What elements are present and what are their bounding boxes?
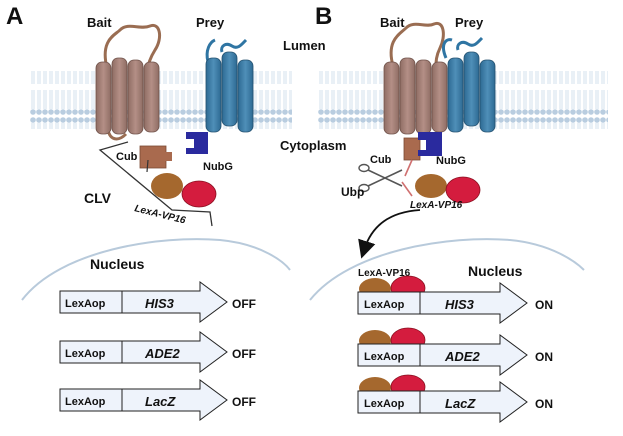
clv-label-a: CLV: [84, 190, 112, 206]
reporter-a-1: LexAop ADE2 OFF: [59, 331, 256, 373]
cleaved-linker-b2: [401, 181, 413, 197]
reporter-a-2: LexAop LacZ OFF: [59, 379, 256, 421]
nucleus-label-a: Nucleus: [90, 256, 145, 272]
bait-protein-a: [95, 57, 160, 135]
nucleus-envelope-b: [309, 238, 585, 301]
reporter-b-2: LexAop LacZ ON: [357, 374, 553, 423]
gene-label: HIS3: [445, 297, 475, 312]
cleaved-linker-b: [404, 159, 413, 177]
vp16-domain-b: [445, 176, 481, 204]
cub-notch-a: [164, 152, 172, 161]
scissors-icon: [358, 163, 403, 193]
bait-label-b: Bait: [380, 15, 405, 30]
bait-label-a: Bait: [87, 15, 112, 30]
lexa-nuclear-label-b: LexA-VP16: [358, 268, 411, 279]
gene-label: ADE2: [144, 346, 180, 361]
cub-label-a: Cub: [116, 151, 138, 163]
nubg-label-a: NubG: [203, 161, 233, 173]
promoter-label: LexAop: [364, 351, 405, 363]
cub-domain-a: [139, 145, 167, 169]
bait-loop-a: [103, 23, 162, 69]
panel-a: A Bait Prey Cub NubG LexA-V: [6, 3, 291, 421]
cub-domain-b: [403, 137, 421, 161]
gene-label: ADE2: [444, 349, 480, 364]
promoter-label: LexAop: [65, 396, 106, 408]
lumen-label: Lumen: [283, 38, 326, 53]
nucleus-envelope-a: [21, 238, 291, 301]
state-label: ON: [535, 298, 553, 312]
promoter-label: LexAop: [65, 348, 106, 360]
state-label: ON: [535, 350, 553, 364]
panel-b: B Bait Prey Cub NubG Ubp: [309, 3, 585, 423]
state-label: OFF: [232, 297, 256, 311]
reporter-b-1: LexAop ADE2 ON: [357, 327, 553, 376]
vp16-domain-a: [181, 180, 217, 208]
gene-label: LacZ: [445, 396, 476, 411]
prey-loop-b: [442, 36, 484, 59]
cytoplasm-label: Cytoplasm: [280, 138, 346, 153]
nubg-domain-a: [186, 132, 208, 154]
ubp-label-b: Ubp: [341, 185, 364, 199]
gene-label: HIS3: [145, 296, 175, 311]
state-label: ON: [535, 397, 553, 411]
linker-a: [98, 141, 213, 227]
prey-protein-a: [205, 51, 254, 133]
promoter-label: LexAop: [364, 299, 405, 311]
gene-label: LacZ: [145, 394, 176, 409]
state-label: OFF: [232, 395, 256, 409]
bait-loop-b: [389, 21, 445, 67]
state-label: OFF: [232, 347, 256, 361]
lexa-label-b: LexA-VP16: [410, 200, 463, 211]
reporter-b-0: LexAop HIS3 ON: [357, 275, 553, 324]
nucleus-label-b: Nucleus: [468, 263, 523, 279]
lexa-domain-a: [151, 173, 183, 199]
translocation-arrow: [358, 209, 421, 259]
prey-protein-b: [447, 51, 496, 133]
cub-label-b: Cub: [370, 154, 392, 166]
lexa-label-a: LexA-VP16: [133, 203, 187, 226]
panel-a-letter: A: [6, 3, 23, 30]
promoter-label: LexAop: [364, 398, 405, 410]
lexa-domain-b: [415, 174, 447, 198]
promoter-label: LexAop: [65, 298, 106, 310]
nubg-domain-b: [418, 132, 442, 156]
prey-loop-a: [205, 38, 248, 63]
linker-cub-a: [146, 159, 149, 173]
prey-label-a: Prey: [196, 15, 225, 30]
prey-label-b: Prey: [455, 15, 484, 30]
reporter-a-0: LexAop HIS3 OFF: [59, 281, 256, 323]
panel-b-letter: B: [315, 3, 332, 30]
nubg-label-b: NubG: [436, 155, 466, 167]
